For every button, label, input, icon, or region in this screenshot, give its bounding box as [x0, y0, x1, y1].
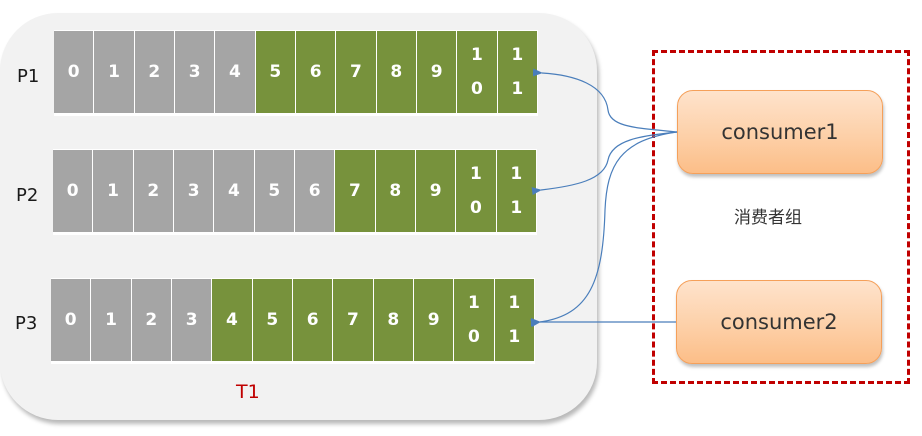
offset-cell-2: 2 [131, 279, 172, 361]
partition-label-p3: P3 [15, 313, 38, 334]
offset-cell-8: 8 [376, 31, 417, 113]
offset-cell-3: 3 [174, 31, 216, 113]
offset-cell-4: 4 [215, 31, 256, 113]
offset-cell-7: 7 [336, 31, 377, 113]
offset-cell-7: 7 [333, 279, 374, 361]
offset-cell-4: 4 [214, 150, 255, 232]
offset-cell-5: 5 [255, 31, 296, 113]
offset-cell-9: 9 [413, 279, 455, 361]
offset-cell-5: 5 [254, 150, 295, 232]
offset-cell-4: 4 [212, 279, 253, 361]
offset-cell-5: 5 [252, 279, 293, 361]
consumer1-label: consumer1 [721, 120, 839, 144]
offset-cell-8: 8 [373, 279, 414, 361]
offset-cell-8: 8 [375, 150, 416, 232]
offset-cell-0: 0 [53, 150, 94, 232]
offset-cell-6: 6 [295, 31, 337, 113]
offset-cell-2: 2 [133, 150, 174, 232]
offset-cell-0: 0 [54, 31, 95, 113]
offset-cell-1: 1 [93, 150, 134, 232]
offset-cell-6: 6 [294, 150, 336, 232]
offset-cell-6: 6 [292, 279, 334, 361]
offset-cell-9: 9 [416, 31, 458, 113]
offset-cell-3: 3 [173, 150, 215, 232]
consumer-group-label: 消费者组 [734, 208, 802, 228]
offset-cell-1: 1 [91, 279, 132, 361]
offset-cell-2: 2 [134, 31, 175, 113]
consumer2-node[interactable]: consumer2 [676, 280, 882, 364]
partition-label-p1: P1 [17, 66, 40, 87]
offset-cell-7: 7 [335, 150, 376, 232]
consumer2-label: consumer2 [720, 310, 838, 334]
consumer1-node[interactable]: consumer1 [677, 90, 883, 174]
offset-cell-0: 0 [51, 279, 92, 361]
partition-label-p2: P2 [16, 185, 39, 206]
offset-cell-1: 1 [94, 31, 135, 113]
offset-cell-9: 9 [415, 150, 457, 232]
offset-cell-3: 3 [171, 279, 213, 361]
topic-label: T1 [236, 381, 260, 403]
